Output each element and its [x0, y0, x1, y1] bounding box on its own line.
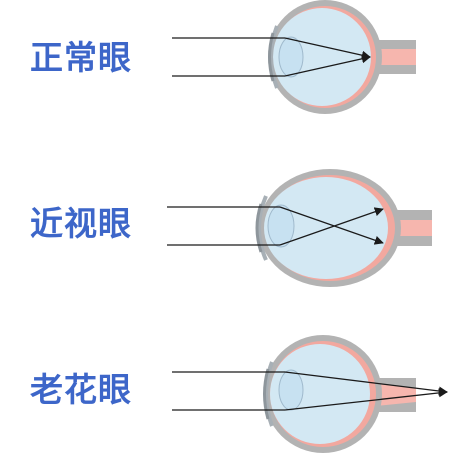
eye-presbyopia: [172, 335, 448, 453]
light-ray-arrow-icon: [172, 37, 371, 77]
eye-cross-section-icon: [268, 0, 416, 114]
light-ray-arrow-icon: [172, 371, 448, 411]
eye-cross-section-icon: [263, 335, 416, 453]
eye-myopia: [167, 169, 432, 287]
label-myopia-eye: 近视眼: [30, 204, 132, 243]
eye-cross-section-icon: [255, 169, 432, 287]
label-presbyopia-eye: 老花眼: [30, 370, 132, 409]
label-normal-eye: 正常眼: [30, 38, 132, 77]
light-ray-arrow-icon: [167, 206, 384, 246]
eye-normal: [172, 0, 416, 114]
